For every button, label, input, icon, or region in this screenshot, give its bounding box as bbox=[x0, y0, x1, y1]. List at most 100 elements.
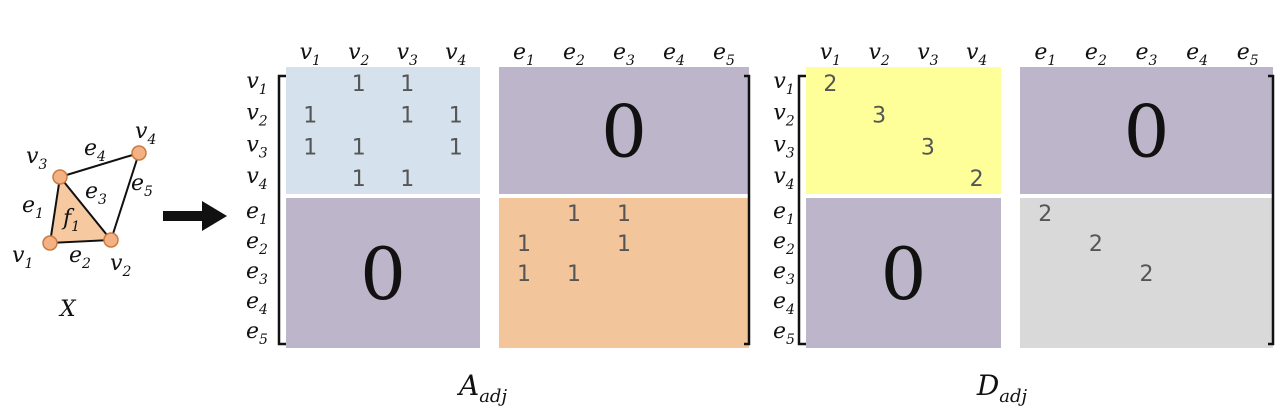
matrix-entry: 2 bbox=[970, 167, 984, 192]
graph-label-e5: e5 bbox=[131, 171, 153, 200]
matrix-caption-degree: Dadj bbox=[976, 369, 1028, 407]
zero-block-label: 0 bbox=[881, 232, 927, 316]
matrix-entry: 3 bbox=[921, 135, 935, 160]
matrix-entry: 3 bbox=[872, 104, 886, 129]
column-label-e4: e4 bbox=[1186, 40, 1208, 69]
row-label-v4: v4 bbox=[773, 164, 794, 193]
row-label-e1: e1 bbox=[773, 199, 795, 228]
column-label-v1: v1 bbox=[820, 40, 841, 69]
left-bracket bbox=[797, 74, 806, 346]
face-f1-triangle bbox=[48, 174, 114, 245]
vertex-v1-dot bbox=[42, 235, 58, 251]
row-label-e4: e4 bbox=[246, 289, 268, 318]
matrix-entry: 1 bbox=[400, 167, 414, 192]
graph-label-v3: v3 bbox=[26, 144, 47, 173]
zero-block-label: 0 bbox=[1124, 90, 1170, 174]
row-label-e2: e2 bbox=[773, 229, 795, 258]
vertex-v2-dot bbox=[103, 232, 119, 248]
column-label-v4: v4 bbox=[445, 40, 466, 69]
matrix-entry: 2 bbox=[1089, 232, 1103, 257]
matrix-entry: 1 bbox=[400, 72, 414, 97]
matrix-entry: 1 bbox=[517, 232, 531, 257]
block-top-right bbox=[499, 67, 749, 194]
column-label-v2: v2 bbox=[868, 40, 889, 69]
matrix-entry: 1 bbox=[449, 135, 463, 160]
matrix-entry: 1 bbox=[303, 135, 317, 160]
column-label-e2: e2 bbox=[563, 40, 585, 69]
row-label-e3: e3 bbox=[246, 259, 268, 288]
column-label-e2: e2 bbox=[1085, 40, 1107, 69]
block-top-left bbox=[806, 67, 1001, 194]
column-label-e1: e1 bbox=[513, 40, 535, 69]
matrix-entry: 2 bbox=[1140, 262, 1154, 287]
column-label-e4: e4 bbox=[663, 40, 685, 69]
matrix-caption-adjacency: Aadj bbox=[456, 369, 507, 407]
matrix-entry: 1 bbox=[567, 262, 581, 287]
edge-e5-line bbox=[110, 152, 140, 241]
column-label-e3: e3 bbox=[613, 40, 635, 69]
block-top-right bbox=[1020, 67, 1273, 194]
matrix-entry: 1 bbox=[449, 104, 463, 129]
arrow-right-icon bbox=[163, 201, 227, 231]
row-label-v4: v4 bbox=[246, 164, 267, 193]
block-bottom-right bbox=[1020, 198, 1273, 348]
matrix-entry: 1 bbox=[352, 72, 366, 97]
matrix-entry: 1 bbox=[352, 167, 366, 192]
row-label-e2: e2 bbox=[246, 229, 268, 258]
vertex-v4-dot bbox=[131, 145, 147, 161]
left-bracket bbox=[277, 74, 286, 346]
right-bracket bbox=[744, 74, 751, 346]
row-label-v2: v2 bbox=[246, 101, 267, 130]
edge-e4-line bbox=[59, 152, 140, 178]
row-label-v3: v3 bbox=[773, 132, 794, 161]
row-label-v1: v1 bbox=[773, 69, 794, 98]
row-label-e3: e3 bbox=[773, 259, 795, 288]
column-label-e1: e1 bbox=[1034, 40, 1056, 69]
row-label-e5: e5 bbox=[246, 319, 268, 348]
matrix-entry: 1 bbox=[617, 202, 631, 227]
graph-name-label: X bbox=[58, 297, 77, 322]
matrix-entry: 2 bbox=[823, 72, 837, 97]
matrix-entry: 1 bbox=[400, 104, 414, 129]
column-label-e5: e5 bbox=[1237, 40, 1259, 69]
column-label-v4: v4 bbox=[966, 40, 987, 69]
column-label-v2: v2 bbox=[348, 40, 369, 69]
matrix-entry: 2 bbox=[1038, 202, 1052, 227]
vertex-v3-dot bbox=[52, 169, 68, 185]
right-bracket bbox=[1268, 74, 1275, 346]
graph-label-v4: v4 bbox=[135, 119, 156, 148]
block-bottom-left bbox=[286, 198, 480, 348]
matrix-entry: 1 bbox=[352, 135, 366, 160]
graph-label-e4: e4 bbox=[84, 136, 106, 165]
column-label-v3: v3 bbox=[917, 40, 938, 69]
zero-block-label: 0 bbox=[360, 232, 406, 316]
block-bottom-left bbox=[806, 198, 1001, 348]
graph-label-v2: v2 bbox=[110, 251, 131, 280]
matrix-entry: 1 bbox=[303, 104, 317, 129]
zero-block-label: 0 bbox=[601, 90, 647, 174]
row-label-v3: v3 bbox=[246, 132, 267, 161]
graph-label-e1: e1 bbox=[22, 193, 44, 222]
row-label-e4: e4 bbox=[773, 289, 795, 318]
column-label-v3: v3 bbox=[397, 40, 418, 69]
matrix-entry: 1 bbox=[517, 262, 531, 287]
column-label-v1: v1 bbox=[300, 40, 321, 69]
graph-label-e3: e3 bbox=[85, 179, 107, 208]
row-label-e1: e1 bbox=[246, 199, 268, 228]
graph-label-e2: e2 bbox=[69, 243, 91, 272]
block-bottom-right bbox=[499, 198, 749, 348]
block-top-left bbox=[286, 67, 480, 194]
matrix-entry: 1 bbox=[567, 202, 581, 227]
row-label-v2: v2 bbox=[773, 101, 794, 130]
row-label-v1: v1 bbox=[246, 69, 267, 98]
column-label-e3: e3 bbox=[1136, 40, 1158, 69]
graph-x: v3 v4 v1 v2 e4 e5 e3 e1 e2 f1 X bbox=[12, 119, 156, 322]
matrix-entry: 1 bbox=[617, 232, 631, 257]
row-label-e5: e5 bbox=[773, 319, 795, 348]
graph-label-v1: v1 bbox=[12, 243, 33, 272]
column-label-e5: e5 bbox=[713, 40, 735, 69]
